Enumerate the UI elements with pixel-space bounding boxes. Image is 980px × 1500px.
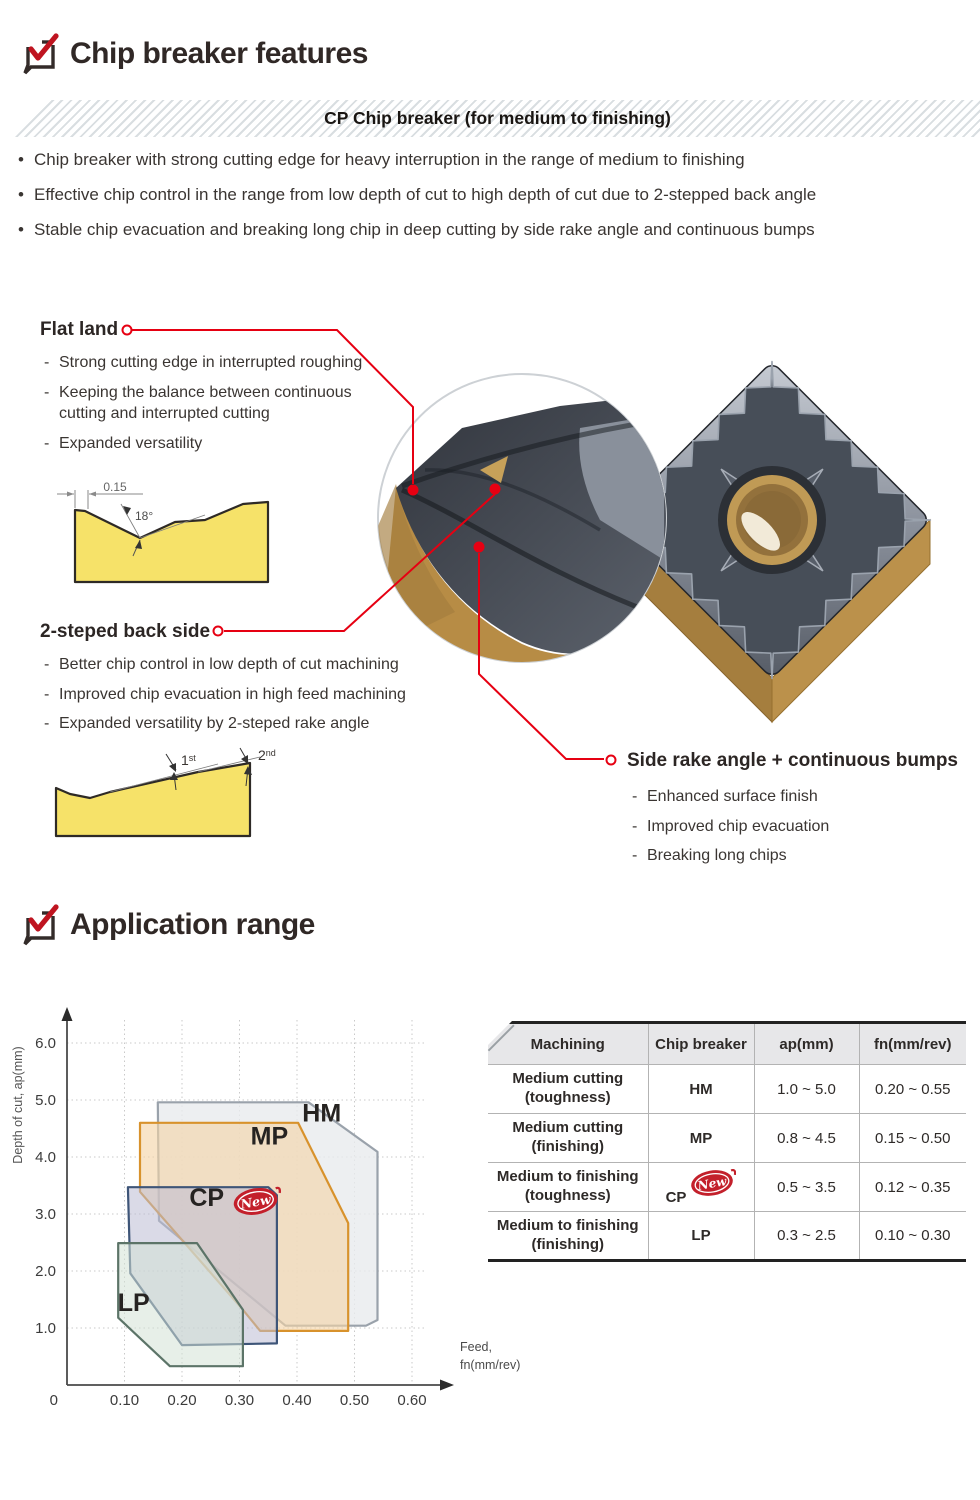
x-tick: 0.40: [282, 1392, 311, 1409]
section-header-application: Application range: [20, 903, 315, 947]
dim-label: 0.15: [103, 482, 127, 494]
x-axis-label-2: fn(mm/rev): [460, 1358, 520, 1372]
region-label-MP: MP: [251, 1122, 289, 1150]
cell-fn: 0.12 ~ 0.35: [858, 1162, 966, 1212]
y-tick: 5.0: [35, 1092, 56, 1109]
flat-land-diagram: 0.15 18°: [57, 482, 270, 584]
y-tick: 3.0: [35, 1206, 56, 1223]
back-side-diagram: 1st 2nd: [54, 747, 276, 838]
cell-ap: 0.5 ~ 3.5: [753, 1162, 860, 1212]
intro-bullet: Effective chip control in the range from…: [18, 185, 968, 205]
cell-fn: 0.15 ~ 0.50: [858, 1113, 966, 1163]
back-side-item: Better chip control in low depth of cut …: [42, 654, 462, 676]
flat-land-anchor: [121, 324, 133, 336]
magnifier-circle: [377, 373, 667, 663]
flat-land-notch: [480, 456, 508, 483]
back-side-item: Improved chip evacuation in high feed ma…: [42, 684, 462, 706]
side-rake-item: Breaking long chips: [630, 845, 960, 867]
intro-bullet-list: Chip breaker with strong cutting edge fo…: [18, 150, 968, 255]
sub-banner: CP Chip breaker (for medium to finishing…: [15, 100, 980, 137]
new-badge: New: [233, 1186, 281, 1215]
angle2-label: 2nd: [258, 747, 276, 763]
checkbox-pen-icon: [23, 904, 59, 946]
cell-chip-breaker: HM: [647, 1064, 755, 1114]
flat-land-item: Strong cutting edge in interrupted rough…: [42, 352, 382, 374]
y-tick: 4.0: [35, 1149, 56, 1166]
side-rake-anchor: [605, 754, 617, 766]
side-rake-title: Side rake angle + continuous bumps: [627, 750, 958, 771]
flat-land-title: Flat land: [40, 319, 119, 340]
x-axis-arrow: [440, 1379, 454, 1391]
cell-fn: 0.10 ~ 0.30: [858, 1211, 966, 1261]
y-tick: 1.0: [35, 1320, 56, 1337]
banner-title: CP Chip breaker (for medium to finishing…: [324, 108, 671, 128]
intro-bullet: Chip breaker with strong cutting edge fo…: [18, 150, 968, 170]
flat-land-list: Strong cutting edge in interrupted rough…: [42, 352, 382, 462]
application-table: Machining Chip breaker ap(mm) fn(mm/rev)…: [488, 1021, 966, 1262]
table-header-row: Machining Chip breaker ap(mm) fn(mm/rev): [488, 1022, 966, 1065]
side-rake-item: Improved chip evacuation: [630, 816, 960, 838]
y-axis-arrow: [61, 1007, 73, 1021]
x-tick: 0.20: [167, 1392, 196, 1409]
region-label-HM: HM: [302, 1100, 341, 1128]
cell-chip-breaker: MP: [647, 1113, 755, 1163]
cell-ap: 0.3 ~ 2.5: [753, 1211, 860, 1261]
y-tick: 2.0: [35, 1263, 56, 1280]
x-tick: 0.30: [225, 1392, 254, 1409]
side-rake-item: Enhanced surface finish: [630, 786, 960, 808]
col-chip-breaker: Chip breaker: [647, 1022, 755, 1065]
section-header-features: Chip breaker features: [20, 32, 368, 76]
y-tick: 6.0: [35, 1035, 56, 1052]
intro-bullet: Stable chip evacuation and breaking long…: [18, 220, 968, 240]
region-label-LP: LP: [118, 1289, 150, 1317]
back-side-title: 2-steped back side: [40, 621, 211, 642]
col-machining: Machining: [488, 1022, 649, 1065]
angle1-label: 1st: [181, 752, 196, 768]
y-axis-label: Depth of cut, ap(mm): [11, 1046, 25, 1163]
cell-ap: 0.8 ~ 4.5: [753, 1113, 860, 1163]
new-badge-inline: New: [691, 1168, 737, 1196]
checkbox-pen-icon: [23, 33, 59, 75]
col-fn: fn(mm/rev): [858, 1022, 966, 1065]
back-side-anchor: [212, 625, 224, 637]
x-tick: 0.10: [110, 1392, 139, 1409]
region-LP: [117, 1242, 244, 1368]
hole-highlight: [741, 512, 780, 551]
flat-land-item: Keeping the balance between continuous c…: [42, 382, 382, 425]
flat-land-item: Expanded versatility: [42, 433, 382, 455]
page-title: Chip breaker features: [70, 37, 368, 70]
col-ap: ap(mm): [753, 1022, 860, 1065]
x-tick: 0.60: [397, 1392, 426, 1409]
cell-machining: Medium to finishing(finishing): [488, 1211, 649, 1261]
cell-ap: 1.0 ~ 5.0: [753, 1064, 860, 1114]
region-label-CP: CP: [189, 1184, 224, 1212]
x-tick: 0.50: [340, 1392, 369, 1409]
cell-machining: Medium cutting(toughness): [488, 1064, 649, 1114]
angle-label: 18°: [135, 509, 153, 523]
svg-text:New: New: [238, 1191, 273, 1211]
origin-tick: 0: [50, 1392, 58, 1409]
section2-title: Application range: [70, 908, 315, 941]
cell-machining: Medium cutting(finishing): [488, 1113, 649, 1163]
cell-chip-breaker: LP: [647, 1211, 755, 1261]
cell-fn: 0.20 ~ 0.55: [858, 1064, 966, 1114]
back-side-item: Expanded versatility by 2-steped rake an…: [42, 713, 462, 735]
svg-text:New: New: [696, 1173, 729, 1192]
x-axis-label-1: Feed,: [460, 1340, 492, 1354]
cell-machining: Medium to finishing(toughness): [488, 1162, 649, 1212]
new-badge: New: [691, 1168, 737, 1196]
back-side-list: Better chip control in low depth of cut …: [42, 654, 462, 743]
insert-body: [612, 360, 932, 724]
side-rake-list: Enhanced surface finishImproved chip eva…: [630, 786, 960, 875]
